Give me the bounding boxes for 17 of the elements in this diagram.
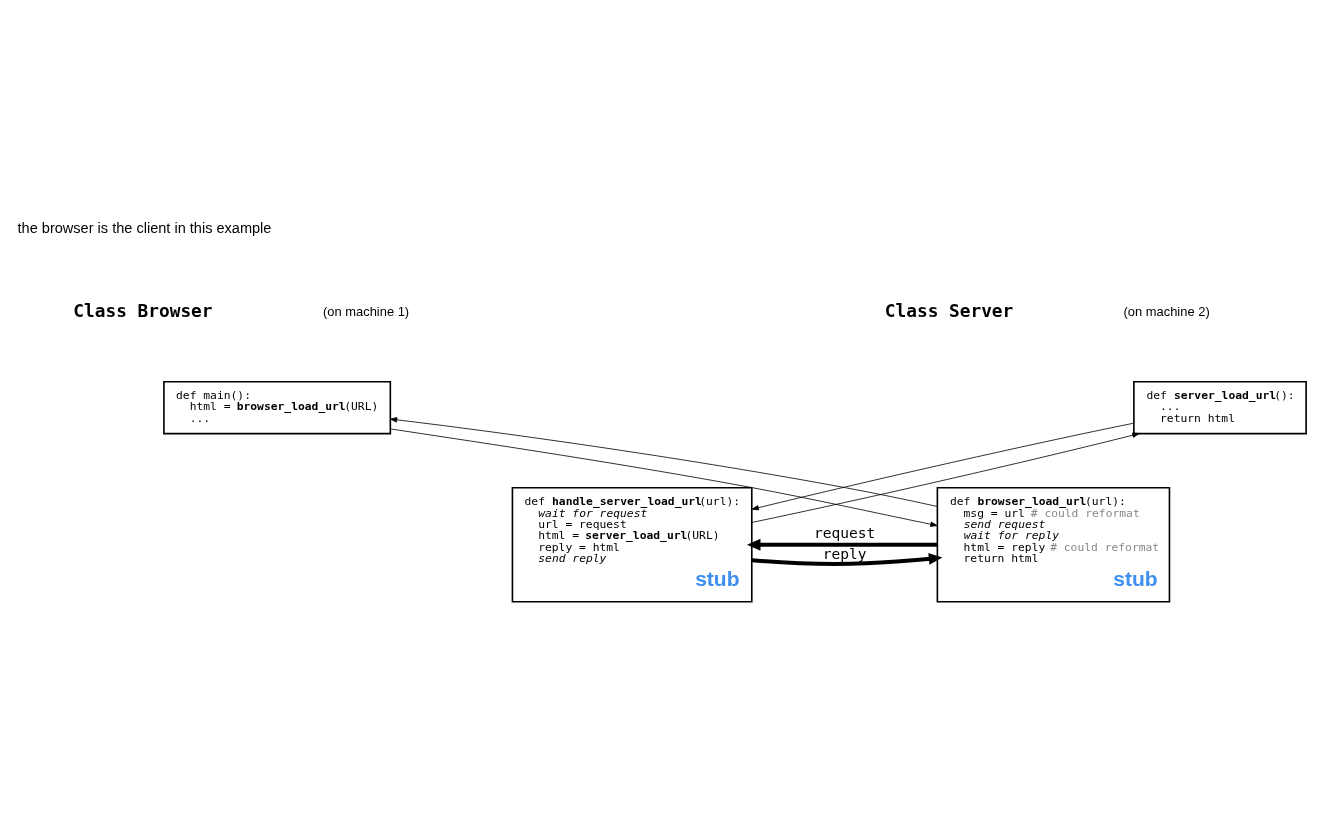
arrow (751, 432, 1140, 523)
label: Class Browser (73, 299, 213, 321)
edge-label: reply (822, 544, 867, 562)
arrow (389, 416, 938, 507)
node-box: def browser_load_url(url): msg = url # could reformat send request wait for reply html = reply # could reformat return html stub (936, 486, 1171, 603)
node-box: def main(): html = browser_load_url(URL) ... (163, 380, 392, 434)
label: the browser is the client in this example (17, 219, 272, 236)
edge-label: request (813, 523, 876, 541)
node-box: def server_load_url(): ... return html (1133, 380, 1307, 434)
arrow (746, 538, 938, 551)
arrow (751, 552, 943, 566)
arrow (390, 428, 938, 527)
label: Class Server (884, 299, 1014, 321)
label: (on machine 1) (322, 303, 410, 319)
label: (on machine 2) (1123, 303, 1210, 319)
node-box: def handle_server_load_url(url): wait for request url = request html = server_load_url(URL) reply = html send reply stub (511, 486, 753, 603)
arrow (751, 422, 1135, 510)
